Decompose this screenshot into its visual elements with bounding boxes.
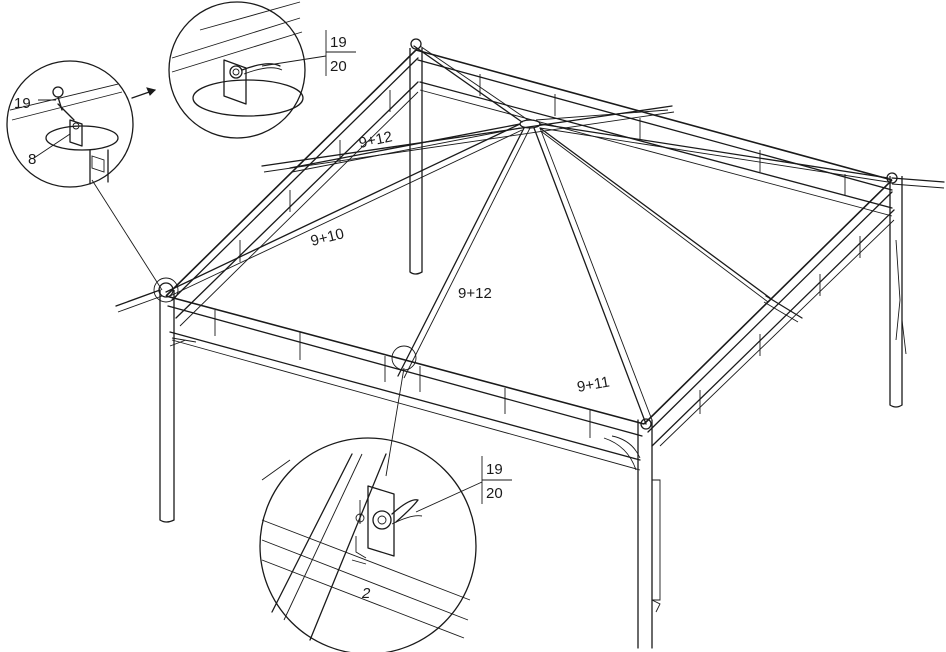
- callout-leader-top-left: [91, 179, 163, 291]
- label-19-bottom: 19: [486, 461, 503, 478]
- callout-ring-mid: [391, 345, 417, 371]
- callout-top-left: 19 8: [6, 60, 134, 188]
- label-20-bottom: 20: [486, 485, 503, 502]
- callout-top: 19 20: [168, 1, 356, 139]
- label-rafter-left-lower: 9+10: [309, 225, 346, 250]
- label-19-top: 19: [330, 34, 347, 51]
- arrow-icon: [131, 87, 156, 99]
- callout-bottom: 19 20 2: [259, 437, 512, 652]
- callout-leader-bottom: [385, 367, 405, 477]
- gazebo-frame: [115, 38, 945, 649]
- label-2-bottom: 2: [361, 585, 371, 602]
- label-rafter-left: 9+12: [357, 128, 394, 152]
- callout-ring-corner: [153, 277, 179, 303]
- label-rafter-center: 9+12: [458, 285, 492, 302]
- label-19: 19: [14, 95, 31, 112]
- label-20-top: 20: [330, 58, 347, 75]
- label-rafter-right: 9+11: [576, 374, 611, 396]
- label-8: 8: [28, 151, 36, 168]
